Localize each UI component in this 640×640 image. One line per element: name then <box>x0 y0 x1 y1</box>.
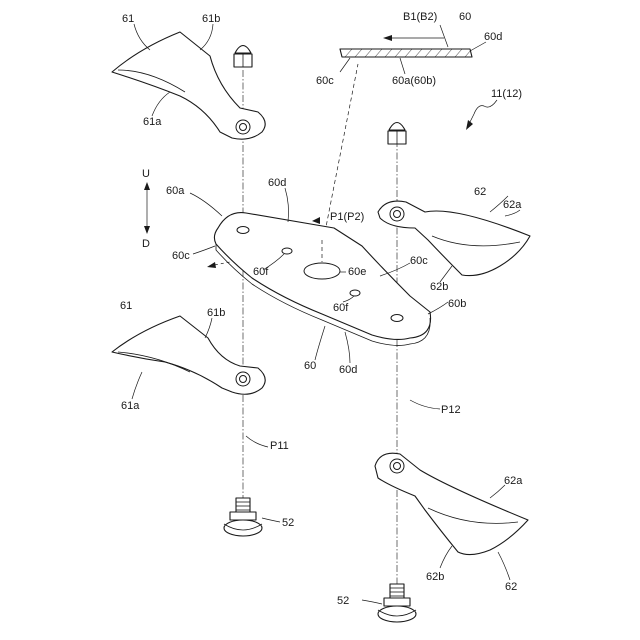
label-60c-plate-left: 60c <box>172 250 190 262</box>
label-p12: P12 <box>441 404 461 416</box>
label-down: D <box>142 238 150 250</box>
cap-nut-left <box>234 46 252 68</box>
bolt-right <box>378 584 416 622</box>
label-62a-upper: 62a <box>503 199 522 211</box>
label-62-upper: 62 <box>474 186 486 198</box>
label-p1-p2: P1(P2) <box>330 211 364 223</box>
label-p11: P11 <box>270 440 289 452</box>
bolt-left <box>224 498 262 536</box>
label-62-lower: 62 <box>505 581 517 593</box>
center-hole-60e <box>304 263 340 279</box>
plate-section-detail <box>325 25 486 232</box>
label-60f-plate-left: 60f <box>253 266 269 278</box>
label-52-left: 52 <box>282 517 294 529</box>
label-60f-plate-right: 60f <box>333 302 349 314</box>
label-assembly: 11(12) <box>491 88 522 100</box>
label-up: U <box>142 168 150 180</box>
label-60a60b-detail: 60a(60b) <box>392 75 436 87</box>
label-61-top: 61 <box>122 13 134 25</box>
label-52-right: 52 <box>337 595 349 607</box>
label-61a-lower: 61a <box>121 400 140 412</box>
up-down-arrow-icon <box>144 182 150 234</box>
rotation-arrow-icon <box>383 35 392 41</box>
label-62a-lower: 62a <box>504 475 523 487</box>
label-60d-plate-top: 60d <box>268 177 286 189</box>
label-60-plate: 60 <box>304 360 316 372</box>
label-60d-plate-bottom: 60d <box>339 364 357 376</box>
label-60c-plate-right: 60c <box>410 255 428 267</box>
label-61b-lower: 61b <box>207 307 225 319</box>
label-60b-plate: 60b <box>448 298 466 310</box>
cap-nut-right <box>388 123 406 145</box>
label-60a-plate: 60a <box>166 185 185 197</box>
label-61b-top: 61b <box>202 13 220 25</box>
label-b1-b2: B1(B2) <box>403 11 437 23</box>
label-61-lower: 61 <box>120 300 132 312</box>
label-60c-detail: 60c <box>316 75 334 87</box>
label-61a-top: 61a <box>143 116 162 128</box>
label-60-detail: 60 <box>459 11 471 23</box>
label-62b-lower: 62b <box>426 571 444 583</box>
blade-left-lower <box>112 316 265 394</box>
label-60e-plate: 60e <box>348 266 366 278</box>
blade-right-upper <box>378 201 530 275</box>
blade-right-lower <box>375 453 528 554</box>
label-60d-detail: 60d <box>484 31 502 43</box>
label-62b-upper: 62b <box>430 281 448 293</box>
